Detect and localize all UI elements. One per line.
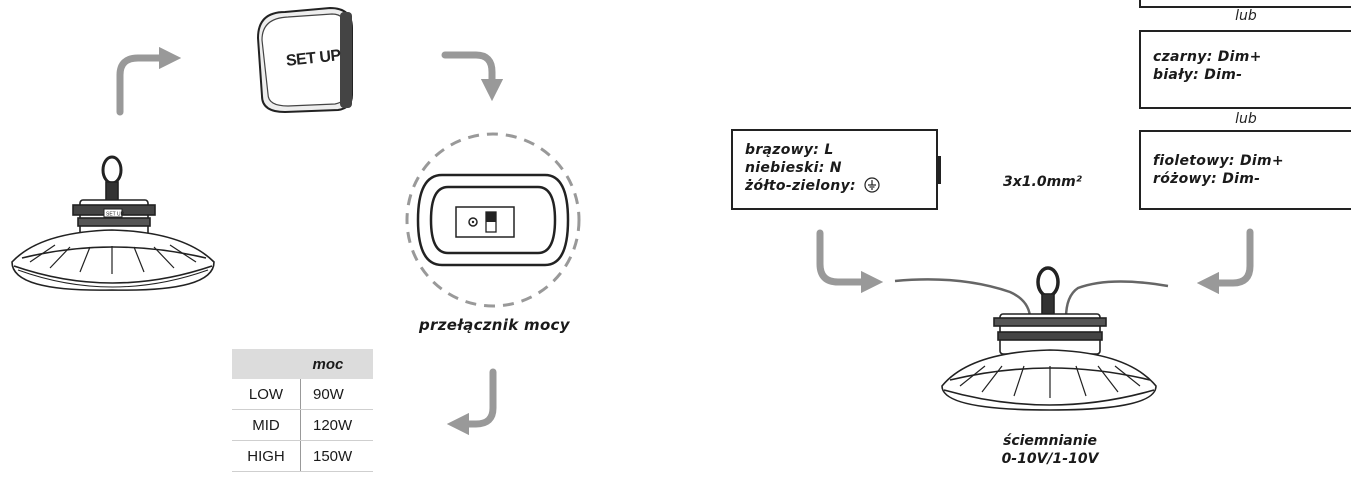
dim-option-top-box bbox=[1139, 0, 1351, 8]
mains-line-blue: niebieski: N bbox=[745, 160, 842, 176]
earth-ground-icon bbox=[864, 177, 880, 193]
power-table: moc LOW 90W MID 120W HIGH 150W bbox=[232, 349, 373, 472]
separator-lub-2: lub bbox=[1235, 111, 1257, 127]
mains-earth-label: żółto-zielony: bbox=[745, 178, 856, 194]
power-level: MID bbox=[232, 409, 301, 441]
cable-spec-label: 3x1.0mm² bbox=[1003, 174, 1082, 190]
mains-wiring-box: brązowy: L niebieski: N żółto-zielony: bbox=[731, 129, 938, 210]
power-table-row: LOW 90W bbox=[232, 379, 373, 410]
mains-wiring-text: brązowy: L niebieski: N żółto-zielony: bbox=[745, 141, 880, 195]
power-watt: 90W bbox=[300, 379, 373, 410]
arrow-setup-to-switch bbox=[441, 51, 504, 102]
setup-cap-icon bbox=[256, 6, 353, 114]
arrow-dim-to-lamp bbox=[1196, 228, 1254, 295]
power-watt: 120W bbox=[300, 409, 373, 441]
dimming-caption-line1: ściemnianie bbox=[1003, 433, 1097, 449]
separator-lub-1: lub bbox=[1235, 8, 1257, 24]
arrow-lamp-to-setup bbox=[116, 46, 182, 116]
power-table-corner bbox=[232, 349, 301, 379]
arrow-mains-to-lamp bbox=[816, 229, 884, 294]
power-table-header-row: moc bbox=[232, 349, 373, 379]
power-level: LOW bbox=[232, 379, 301, 410]
dim-line-white: biały: Dim- bbox=[1153, 67, 1243, 83]
power-table-header: moc bbox=[312, 355, 344, 373]
power-table-row: HIGH 150W bbox=[232, 440, 373, 472]
svg-text:SET UP: SET UP bbox=[106, 212, 125, 218]
highbay-lamp-left: SET UP bbox=[11, 155, 215, 291]
dimming-caption: ściemnianie 0-10V/1-10V bbox=[960, 432, 1140, 468]
mains-line-earth: żółto-zielony: bbox=[745, 177, 880, 195]
power-watt: 150W bbox=[300, 440, 373, 472]
dim-option-violet-text: fioletowy: Dim+ różowy: Dim- bbox=[1153, 152, 1284, 188]
dim-line-violet: fioletowy: Dim+ bbox=[1153, 153, 1284, 169]
power-level: HIGH bbox=[232, 440, 301, 472]
arrow-switch-to-table bbox=[446, 368, 497, 436]
dim-option-black-box: czarny: Dim+ biały: Dim- bbox=[1139, 30, 1351, 109]
dim-line-pink: różowy: Dim- bbox=[1153, 171, 1261, 187]
dim-option-violet-box: fioletowy: Dim+ różowy: Dim- bbox=[1139, 130, 1351, 210]
power-switch bbox=[405, 132, 581, 308]
power-switch-caption: przełącznik mocy bbox=[419, 316, 570, 334]
highbay-lamp-right bbox=[894, 266, 1169, 411]
power-table-row: MID 120W bbox=[232, 409, 373, 441]
mains-line-brown: brązowy: L bbox=[745, 142, 834, 158]
dimming-caption-line2: 0-10V/1-10V bbox=[1001, 451, 1099, 467]
dim-option-black-text: czarny: Dim+ biały: Dim- bbox=[1153, 48, 1262, 84]
dim-line-black: czarny: Dim+ bbox=[1153, 49, 1262, 65]
